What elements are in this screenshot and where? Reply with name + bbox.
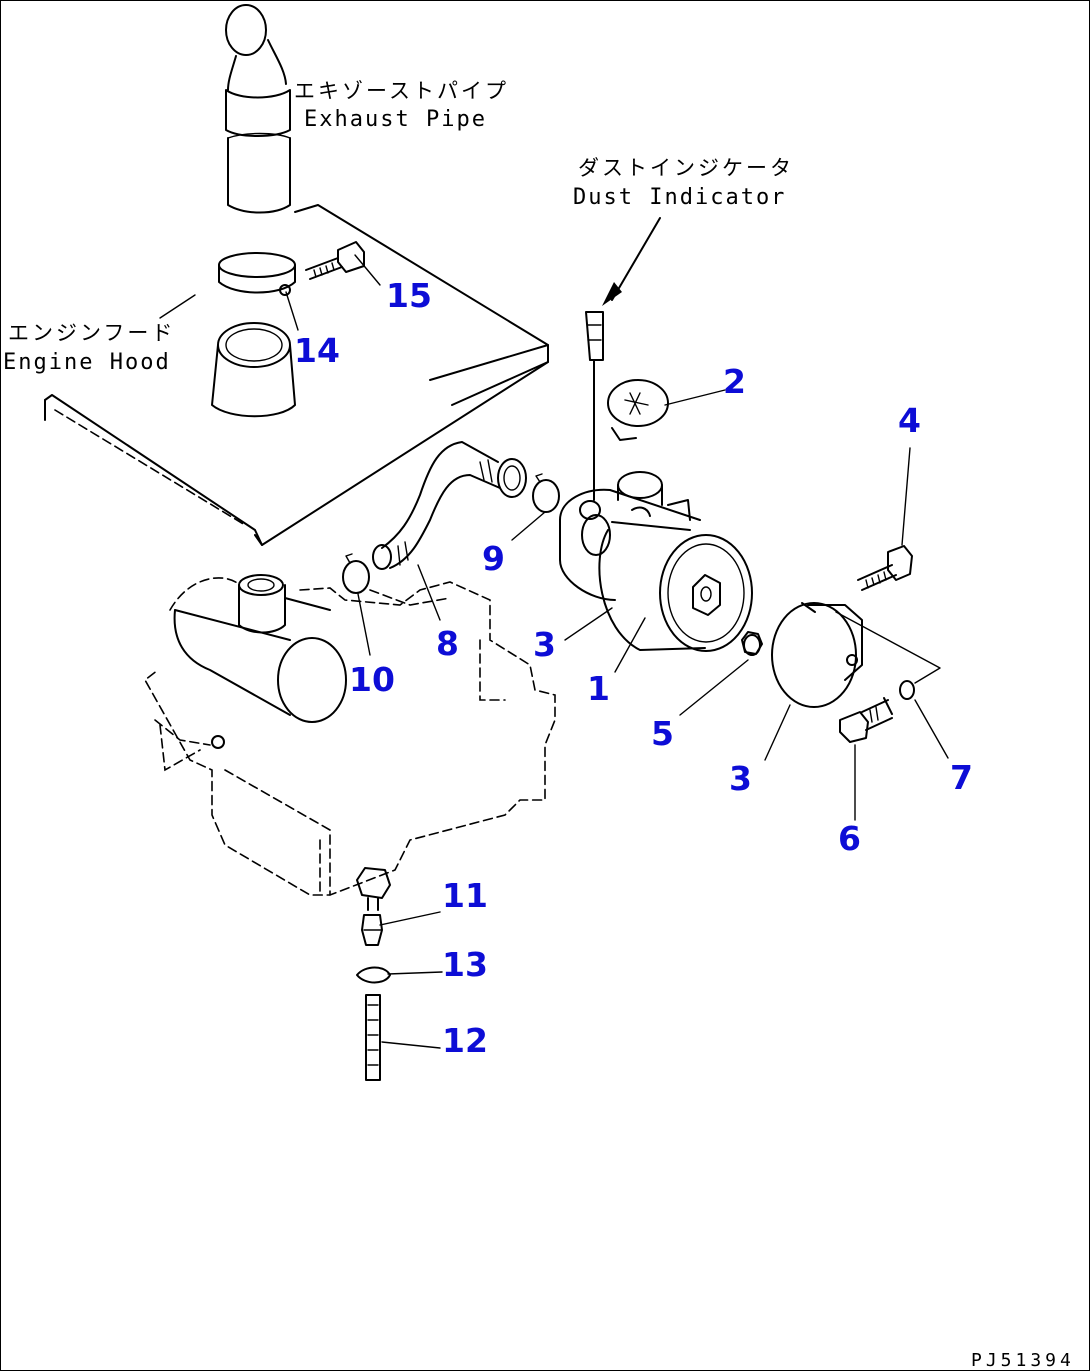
mounting-band (771, 602, 863, 708)
engine-hood-label-jp: エンジンフード (8, 321, 175, 345)
callout-3-band: 3 (729, 759, 752, 798)
exhaust-clamp (218, 252, 296, 296)
callout-3-filter: 3 (533, 625, 556, 664)
callout-6: 6 (838, 819, 861, 858)
callout-10: 10 (349, 660, 395, 699)
engine-block (143, 574, 556, 896)
engine-hood (44, 204, 549, 546)
callout-2: 2 (723, 362, 746, 401)
assembly-line (835, 611, 941, 684)
bolt-6 (839, 697, 893, 743)
leader-lines (159, 254, 949, 1049)
callout-14: 14 (294, 331, 340, 370)
washer-7 (899, 680, 915, 700)
exhaust-pipe-label-jp: エキゾーストパイプ (294, 79, 509, 103)
callout-9: 9 (482, 539, 505, 578)
exhaust-pipe (225, 4, 291, 214)
engine-hood-label-en: Engine Hood (3, 350, 171, 375)
dust-indicator-label-jp: ダストインジケータ (578, 156, 794, 180)
callout-7: 7 (950, 758, 973, 797)
air-cleaner (559, 471, 753, 652)
exhaust-pipe-label-en: Exhaust Pipe (304, 107, 487, 132)
hose-clamps (342, 473, 560, 594)
callout-4: 4 (898, 401, 921, 440)
dust-indicator (585, 217, 661, 501)
callout-13: 13 (442, 945, 488, 984)
exhaust-outlet (211, 322, 296, 418)
drain-assembly (356, 867, 391, 1081)
drawing-code: PJ51394 (971, 1350, 1075, 1371)
dust-indicator-label-en: Dust Indicator (573, 185, 786, 210)
callout-12: 12 (442, 1021, 488, 1060)
callout-11: 11 (442, 876, 488, 915)
clamp-bolt (305, 241, 365, 280)
intake-hose (372, 441, 527, 570)
callout-1: 1 (587, 669, 610, 708)
callout-8: 8 (436, 624, 459, 663)
cap (607, 379, 669, 441)
callout-15: 15 (386, 276, 432, 315)
nut-5 (741, 631, 763, 656)
bolt-4 (857, 545, 913, 591)
callout-5: 5 (651, 714, 674, 753)
